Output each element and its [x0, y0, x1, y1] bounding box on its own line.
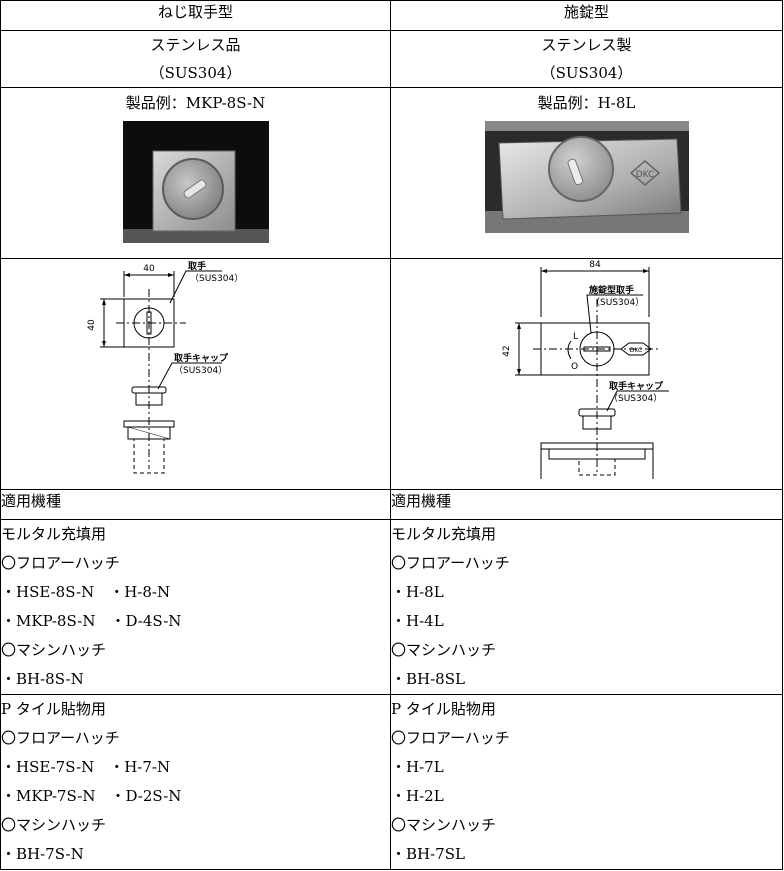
applicable-header-row: 適用機種 適用機種 [0, 489, 783, 520]
drawing-logo-text: DKC [629, 347, 641, 354]
label-handle-left: 取手 [188, 260, 206, 272]
technical-drawing-screw-handle: 40 40 取手 （SUS304） 取手キャップ （SUS304） [87, 260, 243, 474]
list-item: ・BH-7SL [391, 845, 465, 863]
dim-height-right: 42 [502, 345, 512, 356]
tile-left: P タイル貼物用 〇フロアーハッチ ・HSE-7S-N ・H-7-N ・MKP-… [0, 694, 391, 870]
product-photo-lock-handle: DKC [484, 121, 689, 233]
mortar-left: モルタル充填用 〇フロアーハッチ ・HSE-8S-N ・H-8-N ・MKP-8… [0, 519, 391, 695]
mark-o: O [571, 362, 578, 372]
list-item: 〇マシンハッチ [1, 816, 107, 834]
label-cap-mat-right: （SUS304） [609, 393, 662, 404]
example-left: 製品例：MKP-8S-N [0, 87, 391, 259]
mortar-right: モルタル充填用 〇フロアーハッチ ・H-8L ・H-4L 〇マシンハッチ ・BH… [390, 519, 783, 695]
list-item: 〇マシンハッチ [391, 816, 497, 834]
list-item: 〇マシンハッチ [1, 641, 107, 659]
list-item: ・MKP-8S-N ・D-4S-N [1, 612, 182, 630]
dkc-logo-icon: DKC [629, 160, 660, 186]
tile-row: P タイル貼物用 〇フロアーハッチ ・HSE-7S-N ・H-7-N ・MKP-… [0, 694, 783, 870]
label-handle-right: 施錠型取手 [589, 284, 634, 296]
list-item: 〇フロアーハッチ [391, 554, 510, 572]
dim-width-right: 84 [589, 260, 601, 270]
drawing-row: 40 40 取手 （SUS304） 取手キャップ （SUS304） [0, 258, 783, 490]
example-left-caption: 製品例：MKP-8S-N [125, 94, 266, 112]
header-row: ねじ取手型 施錠型 [0, 0, 783, 31]
label-cap-left: 取手キャップ [174, 352, 229, 364]
list-item: ・H-7L [391, 758, 444, 776]
drawing-right: 84 42 施錠型取手 （SUS304） L O DKC 取手キャップ （SUS… [390, 258, 783, 490]
list-item: ・HSE-7S-N ・H-7-N [1, 758, 171, 776]
dim-height-left: 40 [87, 319, 97, 331]
header-right: 施錠型 [390, 0, 783, 31]
material-left-grade: （SUS304） [149, 64, 242, 82]
list-item: ・BH-8S-N [1, 670, 84, 688]
material-right-grade: （SUS304） [540, 64, 633, 82]
list-item: ・H-4L [391, 612, 444, 630]
header-left: ねじ取手型 [0, 0, 391, 31]
label-handle-mat-right: （SUS304） [591, 297, 644, 308]
example-row: 製品例：MKP-8S-N 製品例：H-8L [0, 87, 783, 259]
material-left: ステンレス品 （SUS304） [0, 30, 391, 88]
material-right-name: ステンレス製 [541, 36, 632, 54]
list-item: ・H-2L [391, 787, 444, 805]
technical-drawing-lock-handle: 84 42 施錠型取手 （SUS304） L O DKC 取手キャップ （SUS… [502, 260, 669, 479]
photo-logo-text: DKC [635, 170, 654, 180]
applicable-header-left: 適用機種 [0, 489, 391, 520]
product-photo-screw-handle [122, 121, 269, 243]
list-item: 〇フロアーハッチ [1, 729, 120, 747]
dim-width-left: 40 [143, 264, 155, 274]
drawing-left: 40 40 取手 （SUS304） 取手キャップ （SUS304） [0, 258, 391, 490]
mark-l: L [573, 332, 578, 342]
list-item: ・BH-8SL [391, 670, 465, 688]
label-handle-mat-left: （SUS304） [190, 273, 243, 284]
material-left-name: ステンレス品 [150, 36, 241, 54]
list-item: 〇フロアーハッチ [391, 729, 510, 747]
mortar-row: モルタル充填用 〇フロアーハッチ ・HSE-8S-N ・H-8-N ・MKP-8… [0, 519, 783, 695]
label-cap-mat-left: （SUS304） [174, 365, 227, 376]
list-item: 〇フロアーハッチ [1, 554, 120, 572]
list-item: モルタル充填用 [1, 525, 107, 543]
list-item: 〇マシンハッチ [391, 641, 497, 659]
list-item: モルタル充填用 [391, 525, 497, 543]
list-item: P タイル貼物用 [391, 700, 496, 718]
example-right: 製品例：H-8L DKC [390, 87, 783, 259]
example-right-caption: 製品例：H-8L [537, 94, 636, 112]
list-item: ・H-8L [391, 583, 444, 601]
applicable-header-right: 適用機種 [390, 489, 783, 520]
list-item: ・HSE-8S-N ・H-8-N [1, 583, 171, 601]
list-item: ・BH-7S-N [1, 845, 84, 863]
material-right: ステンレス製 （SUS304） [390, 30, 783, 88]
list-item: ・MKP-7S-N ・D-2S-N [1, 787, 182, 805]
list-item: P タイル貼物用 [1, 700, 106, 718]
tile-right: P タイル貼物用 〇フロアーハッチ ・H-7L ・H-2L 〇マシンハッチ ・B… [390, 694, 783, 870]
material-row: ステンレス品 （SUS304） ステンレス製 （SUS304） [0, 30, 783, 88]
label-cap-right: 取手キャップ [609, 380, 664, 392]
